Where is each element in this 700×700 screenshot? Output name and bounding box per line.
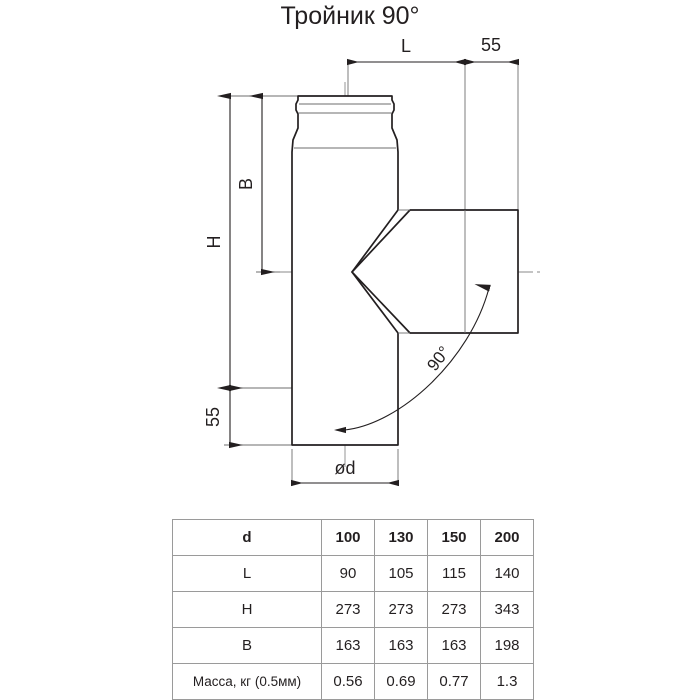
table-cell-value: 163	[321, 627, 375, 664]
dimension-55-top: 55	[464, 35, 519, 66]
dimension-55-bottom: 55	[203, 384, 243, 449]
dimension-label-55-top: 55	[481, 35, 501, 55]
table-row: B 163 163 163 198	[172, 627, 534, 664]
technical-drawing: L 55 H B 55 ød 90°	[203, 35, 540, 487]
table-cell-value: 100	[321, 519, 375, 556]
table-cell-label: L	[172, 555, 322, 592]
branch-outline	[351, 209, 519, 334]
table-cell-value: 0.77	[427, 663, 481, 700]
dimension-label-B: B	[236, 178, 256, 190]
table-cell-label: d	[172, 519, 322, 556]
specification-table: d 100 130 150 200 L 90 105 115 140 H 273…	[172, 519, 534, 700]
dimension-label-diameter: ød	[334, 458, 355, 478]
table-cell-value: 105	[374, 555, 428, 592]
table-cell-value: 163	[374, 627, 428, 664]
internal-detail-lines	[294, 103, 466, 334]
extension-lines	[224, 62, 519, 486]
table-cell-value: 198	[480, 627, 534, 664]
dimension-label-55-bottom: 55	[203, 407, 223, 427]
table-row: L 90 105 115 140	[172, 555, 534, 592]
dimension-L: L	[347, 36, 466, 66]
dimension-B: B	[236, 92, 275, 276]
table-cell-value: 163	[427, 627, 481, 664]
table-cell-value: 150	[427, 519, 481, 556]
table-cell-value: 273	[374, 591, 428, 628]
table-cell-value: 115	[427, 555, 481, 592]
dimension-label-H: H	[204, 236, 224, 249]
table-row: H 273 273 273 343	[172, 591, 534, 628]
table-cell-value: 0.69	[374, 663, 428, 700]
table-cell-value: 0.56	[321, 663, 375, 700]
table-cell-label: Масса, кг (0.5мм)	[172, 663, 322, 700]
dimension-label-L: L	[401, 36, 411, 56]
table-row: d 100 130 150 200	[172, 519, 534, 556]
table-cell-value: 273	[321, 591, 375, 628]
dimension-label-angle: 90°	[423, 343, 454, 375]
table-row: Масса, кг (0.5мм) 0.56 0.69 0.77 1.3	[172, 663, 534, 700]
table-cell-value: 200	[480, 519, 534, 556]
tee-body-outline	[291, 95, 399, 446]
dimension-H: H	[204, 92, 243, 392]
table-cell-value: 273	[427, 591, 481, 628]
table-cell-label: H	[172, 591, 322, 628]
table-cell-value: 130	[374, 519, 428, 556]
table-cell-value: 90	[321, 555, 375, 592]
page-title: Тройник 90°	[280, 2, 420, 30]
table-cell-value: 140	[480, 555, 534, 592]
table-cell-value: 343	[480, 591, 534, 628]
dimension-diameter: ød	[291, 458, 399, 487]
table-cell-value: 1.3	[480, 663, 534, 700]
table-cell-label: B	[172, 627, 322, 664]
